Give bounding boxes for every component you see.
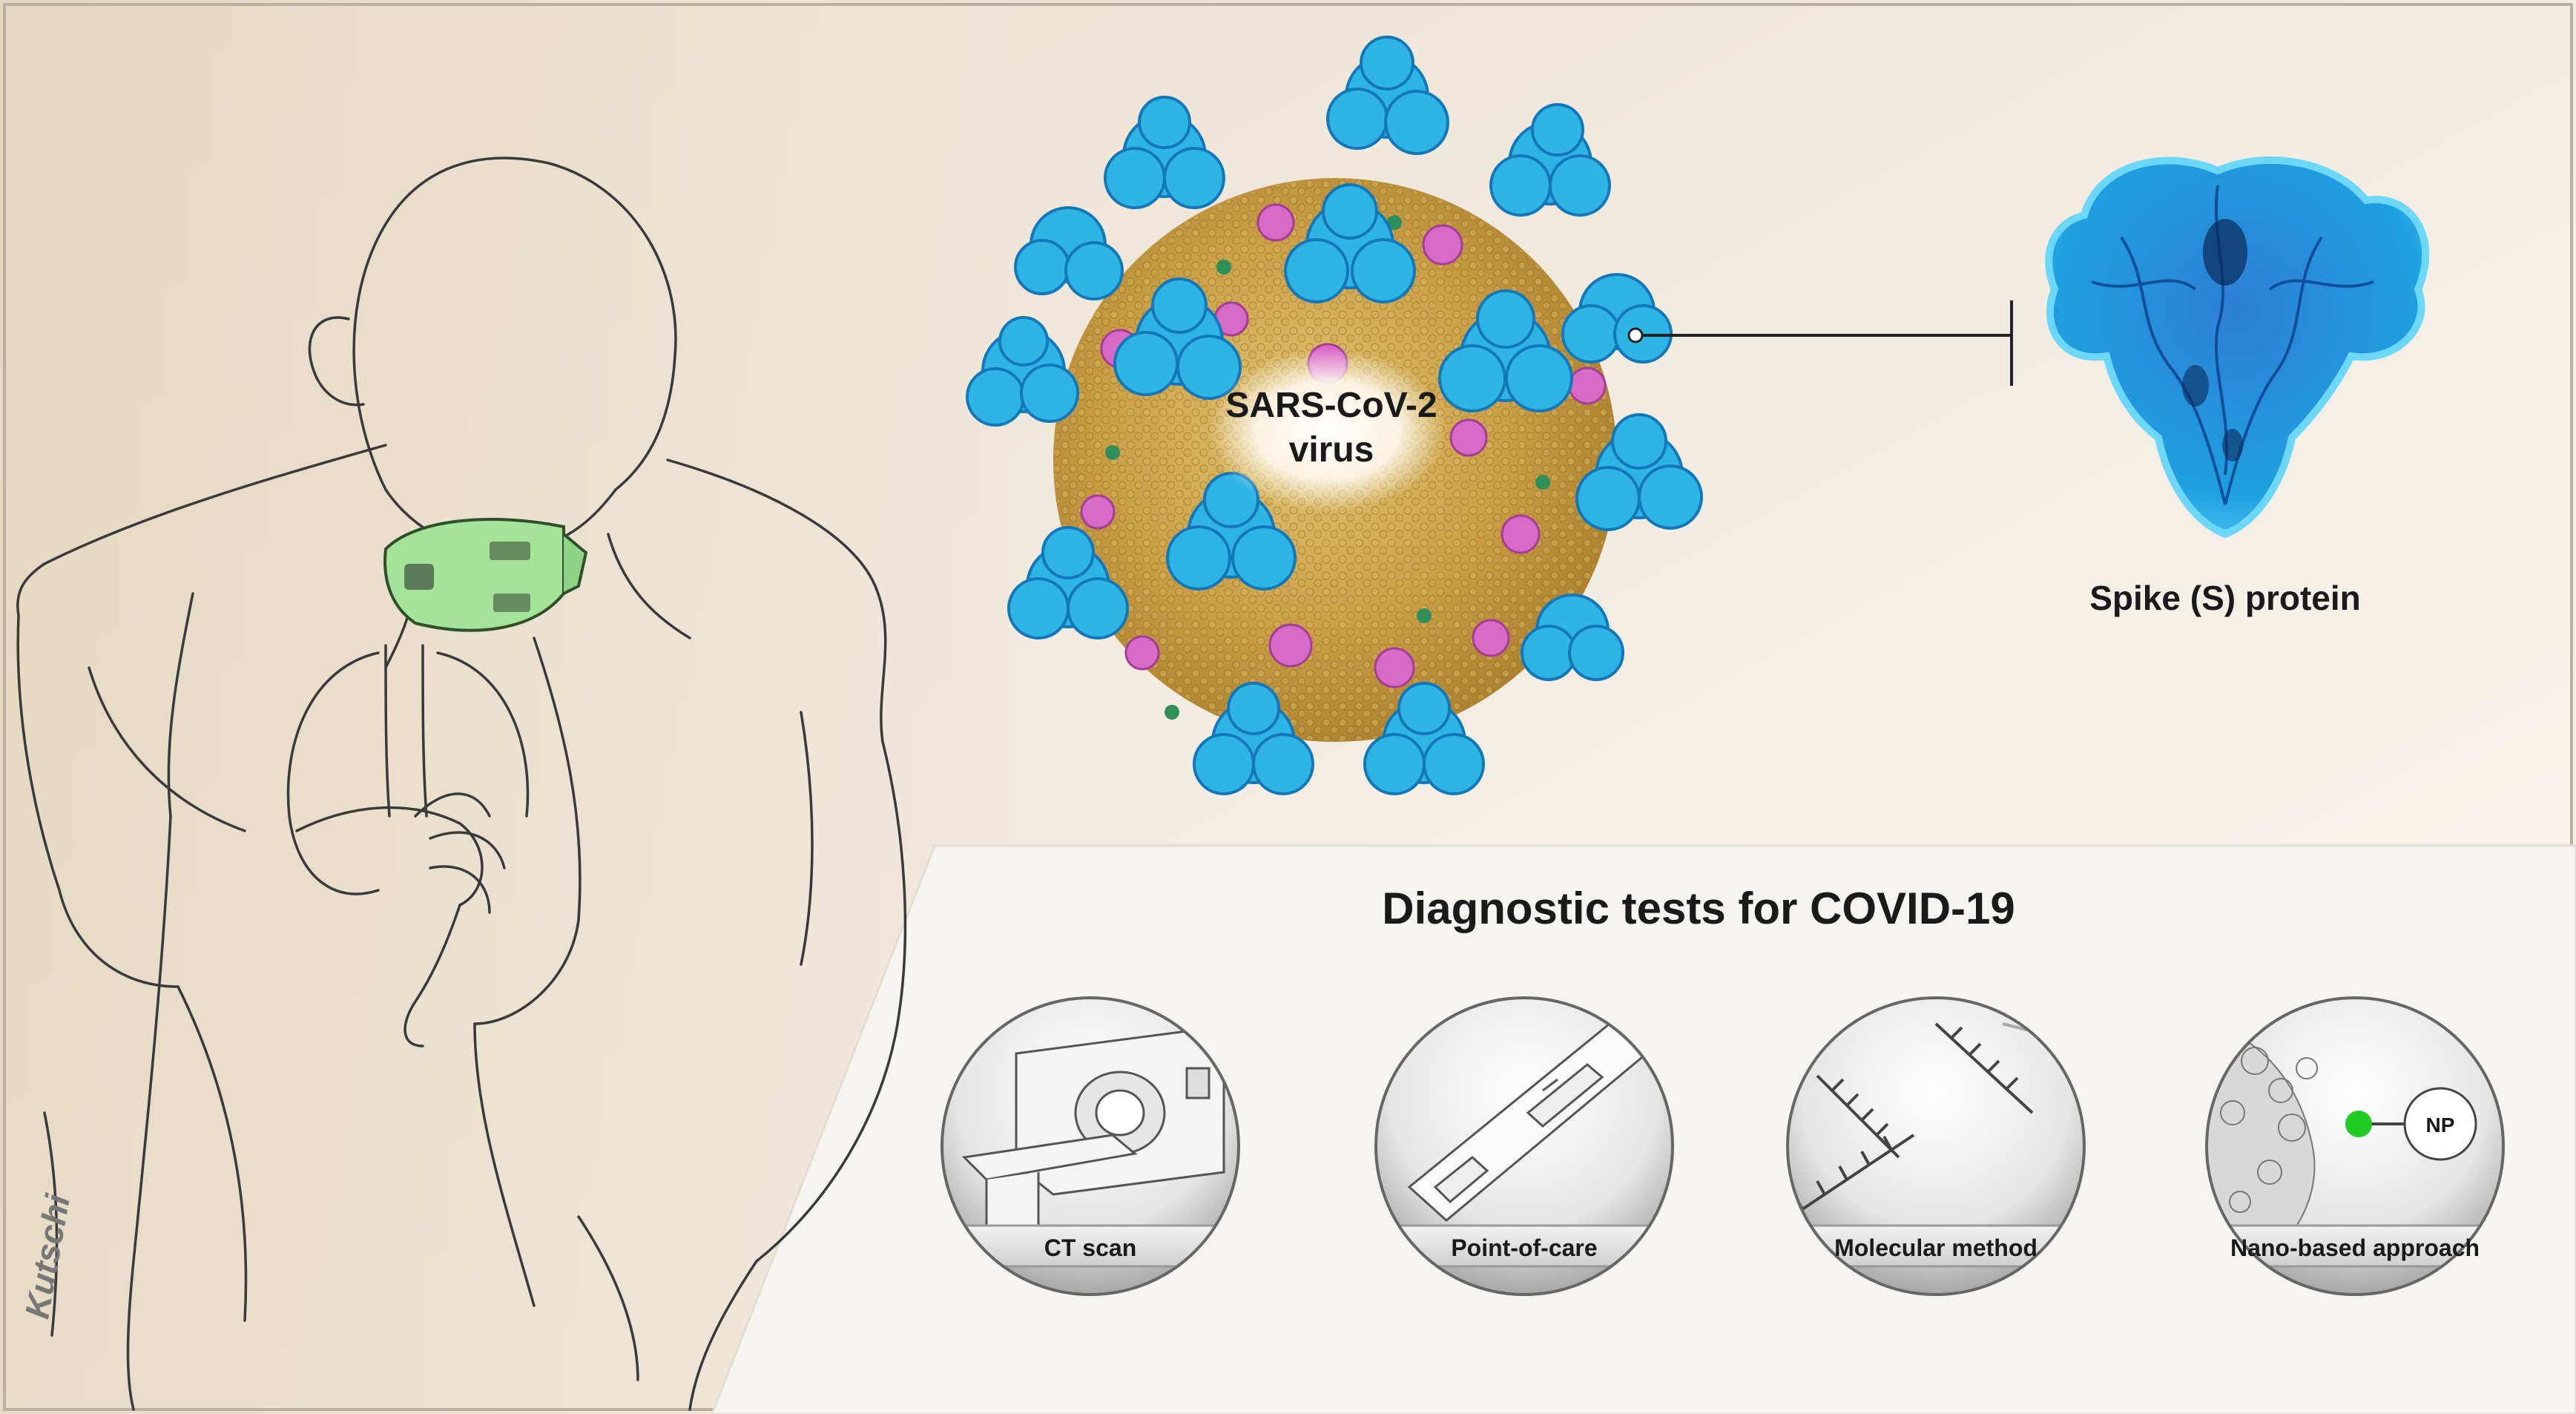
test-strip-icon xyxy=(1407,1022,1649,1222)
spike-connector xyxy=(1627,300,2013,386)
test-label-nano-based-approach: Nano-based approach xyxy=(2230,1234,2480,1261)
binding-molecule-icon xyxy=(2345,1111,2372,1137)
virus-label-line1: SARS-CoV-2 xyxy=(1225,386,1437,425)
virus-label-line2: virus xyxy=(1289,430,1374,470)
test-molecular-method: Molecular method xyxy=(1786,996,2086,1296)
face-mask xyxy=(383,518,588,632)
spike-protein-illustration xyxy=(2045,156,2430,539)
virus-spikes xyxy=(966,36,1703,795)
envelope-proteins xyxy=(1105,215,1550,720)
test-nano-based-approach: NP Nano-based approach xyxy=(2205,996,2505,1296)
test-point-of-care: Point-of-care xyxy=(1374,996,1674,1296)
test-label-point-of-care: Point-of-care xyxy=(1451,1234,1597,1261)
virus-label-glow xyxy=(1209,349,1446,512)
virus-illustration: SARS-CoV-2 virus xyxy=(966,36,1703,795)
nanoparticle-icon xyxy=(2403,1087,2477,1161)
test-label-molecular-method: Molecular method xyxy=(1834,1234,2038,1261)
nanoparticle-label: NP xyxy=(2426,1114,2455,1137)
ct-scanner-icon xyxy=(961,1030,1225,1233)
test-label-ct-scan: CT scan xyxy=(1044,1234,1136,1261)
diagnostics-title: Diagnostic tests for COVID-19 xyxy=(1382,884,2015,933)
patient-sketch xyxy=(16,157,907,1411)
test-ct-scan: CT scan xyxy=(941,996,1240,1296)
spike-protein-label: Spike (S) protein xyxy=(2089,579,2360,617)
